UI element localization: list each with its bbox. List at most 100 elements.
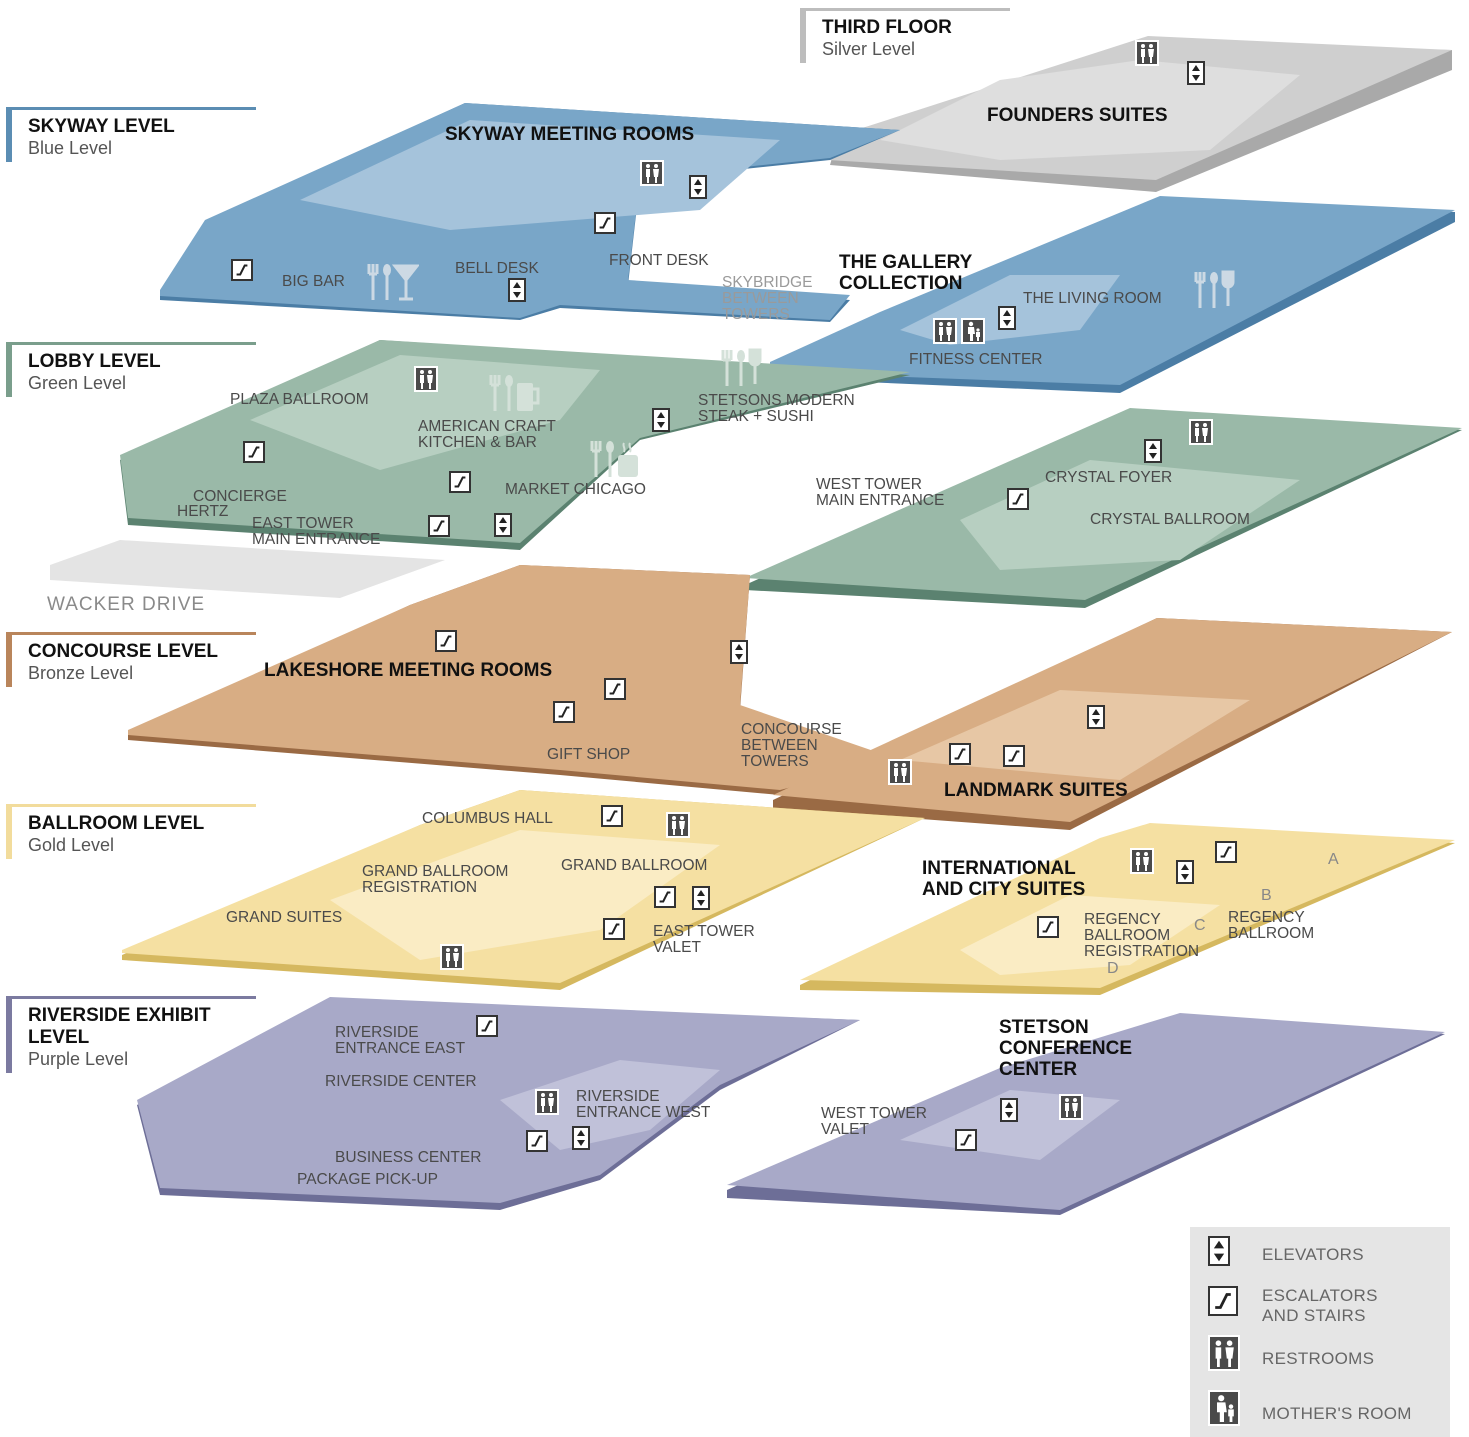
ballroom-section-c: C (1194, 917, 1206, 934)
label-columbus-hall[interactable]: COLUMBUS HALL (422, 810, 553, 827)
concourse-west-plate (128, 565, 900, 790)
label-riverside-center[interactable]: RIVERSIDE CENTER (325, 1073, 477, 1090)
restroom-icon[interactable] (1189, 419, 1213, 445)
label-riverside-entrance-west[interactable]: RIVERSIDE ENTRANCE WEST (576, 1088, 711, 1121)
restroom-icon[interactable] (1130, 848, 1154, 874)
legend-escalator-icon (1208, 1286, 1238, 1316)
ballroom-section-a: A (1328, 851, 1339, 868)
label-big-bar[interactable]: BIG BAR (282, 273, 345, 290)
elevator-icon[interactable] (692, 886, 710, 910)
label-hertz[interactable]: HERTZ (177, 503, 229, 520)
level-name: CONCOURSE LEVEL (28, 641, 219, 662)
label-east-tower-valet[interactable]: EAST TOWER VALET (653, 923, 755, 956)
label-west-tower-valet[interactable]: WEST TOWER VALET (821, 1105, 927, 1138)
escalator-icon[interactable] (654, 886, 676, 908)
elevator-icon[interactable] (494, 513, 512, 537)
restroom-icon[interactable] (414, 366, 438, 392)
escalator-icon[interactable] (231, 259, 253, 281)
label-business-center[interactable]: BUSINESS CENTER (335, 1149, 482, 1166)
label-bell-desk[interactable]: BELL DESK (455, 260, 539, 277)
restroom-icon[interactable] (933, 318, 957, 344)
escalator-icon[interactable] (594, 212, 616, 234)
label-east-tower-main[interactable]: EAST TOWER MAIN ENTRANCE (252, 515, 381, 548)
label-founders-suites[interactable]: FOUNDERS SUITES (987, 105, 1168, 126)
level-name: THIRD FLOOR (822, 17, 952, 38)
escalator-icon[interactable] (476, 1015, 498, 1037)
label-concierge[interactable]: CONCIERGE (193, 488, 287, 505)
label-international-city-suites[interactable]: INTERNATIONAL AND CITY SUITES (922, 858, 1086, 900)
dining-bar-icon (719, 348, 763, 393)
label-front-desk[interactable]: FRONT DESK (609, 252, 709, 269)
label-skybridge: SKYBRIDGE BETWEEN TOWERS (722, 274, 813, 323)
escalator-icon[interactable] (603, 918, 625, 940)
label-regency-registration[interactable]: REGENCY BALLROOM REGISTRATION (1084, 911, 1200, 960)
escalator-icon[interactable] (243, 441, 265, 463)
mothers-room-icon[interactable] (961, 318, 985, 344)
label-market-chicago[interactable]: MARKET CHICAGO (505, 481, 646, 498)
escalator-icon[interactable] (955, 1129, 977, 1151)
restroom-icon[interactable] (888, 759, 912, 785)
escalator-icon[interactable] (949, 743, 971, 765)
restroom-icon[interactable] (640, 160, 664, 186)
escalator-icon[interactable] (1007, 488, 1029, 510)
elevator-icon[interactable] (1087, 705, 1105, 729)
escalator-icon[interactable] (1003, 745, 1025, 767)
elevator-icon[interactable] (572, 1126, 590, 1150)
label-crystal-ballroom[interactable]: CRYSTAL BALLROOM (1090, 511, 1250, 528)
elevator-icon[interactable] (652, 408, 670, 432)
label-riverside-entrance-east[interactable]: RIVERSIDE ENTRANCE EAST (335, 1024, 466, 1057)
elevator-icon[interactable] (689, 175, 707, 199)
level-header-lobby: LOBBY LEVEL Green Level (6, 342, 256, 397)
restroom-icon[interactable] (1135, 40, 1159, 66)
escalator-icon[interactable] (526, 1130, 548, 1152)
wacker-drive-road (50, 540, 445, 598)
restroom-icon[interactable] (440, 944, 464, 970)
level-sub: Purple Level (28, 1049, 129, 1069)
label-living-room[interactable]: THE LIVING ROOM (1023, 290, 1162, 307)
label-fitness-center[interactable]: FITNESS CENTER (909, 351, 1043, 368)
elevator-icon[interactable] (1176, 860, 1194, 884)
elevator-icon[interactable] (730, 640, 748, 664)
restroom-icon[interactable] (535, 1089, 559, 1115)
escalator-icon[interactable] (1037, 916, 1059, 938)
escalator-icon[interactable] (601, 805, 623, 827)
level-sub: Gold Level (28, 835, 115, 855)
escalator-icon[interactable] (428, 515, 450, 537)
label-plaza-ballroom[interactable]: PLAZA BALLROOM (230, 391, 369, 408)
dining-bar-icon (365, 262, 421, 307)
label-lakeshore[interactable]: LAKESHORE MEETING ROOMS (264, 660, 553, 681)
restroom-icon[interactable] (666, 812, 690, 838)
elevator-icon[interactable] (998, 306, 1016, 330)
label-crystal-foyer[interactable]: CRYSTAL FOYER (1045, 469, 1173, 486)
label-gallery-collection[interactable]: THE GALLERY COLLECTION (839, 252, 973, 294)
label-stetsons-modern[interactable]: STETSONS MODERN STEAK + SUSHI (698, 392, 855, 425)
restroom-icon[interactable] (1059, 1094, 1083, 1120)
elevator-icon[interactable] (508, 278, 526, 302)
escalator-icon[interactable] (449, 471, 471, 493)
label-grand-suites[interactable]: GRAND SUITES (226, 909, 343, 926)
dining-coffee-icon (588, 439, 644, 484)
label-landmark-suites[interactable]: LANDMARK SUITES (944, 780, 1128, 801)
escalator-icon[interactable] (1215, 841, 1237, 863)
label-package-pickup[interactable]: PACKAGE PICK-UP (297, 1171, 438, 1188)
label-regency-ballroom[interactable]: REGENCY BALLROOM (1228, 909, 1315, 942)
label-west-tower-main[interactable]: WEST TOWER MAIN ENTRANCE (816, 476, 945, 509)
elevator-icon[interactable] (1000, 1098, 1018, 1122)
escalator-icon[interactable] (553, 701, 575, 723)
label-skyway-meeting-rooms[interactable]: SKYWAY MEETING ROOMS (445, 124, 695, 145)
label-gift-shop[interactable]: GIFT SHOP (547, 746, 631, 763)
legend-mothers-room-icon (1208, 1390, 1240, 1426)
label-stetson-conference[interactable]: STETSON CONFERENCE CENTER (999, 1017, 1133, 1080)
elevator-icon[interactable] (1187, 61, 1205, 85)
level-name: LOBBY LEVEL (28, 351, 161, 372)
label-american-craft[interactable]: AMERICAN CRAFT KITCHEN & BAR (418, 418, 556, 451)
escalator-icon[interactable] (604, 678, 626, 700)
escalator-icon[interactable] (435, 630, 457, 652)
legend-mothers-room-label: MOTHER'S ROOM (1262, 1404, 1412, 1423)
level-sub: Green Level (28, 373, 127, 393)
elevator-icon[interactable] (1144, 439, 1162, 463)
label-grand-ballroom-registration[interactable]: GRAND BALLROOM REGISTRATION (362, 863, 509, 896)
label-grand-ballroom[interactable]: GRAND BALLROOM (561, 857, 708, 874)
legend-elevators-label: ELEVATORS (1262, 1245, 1364, 1264)
